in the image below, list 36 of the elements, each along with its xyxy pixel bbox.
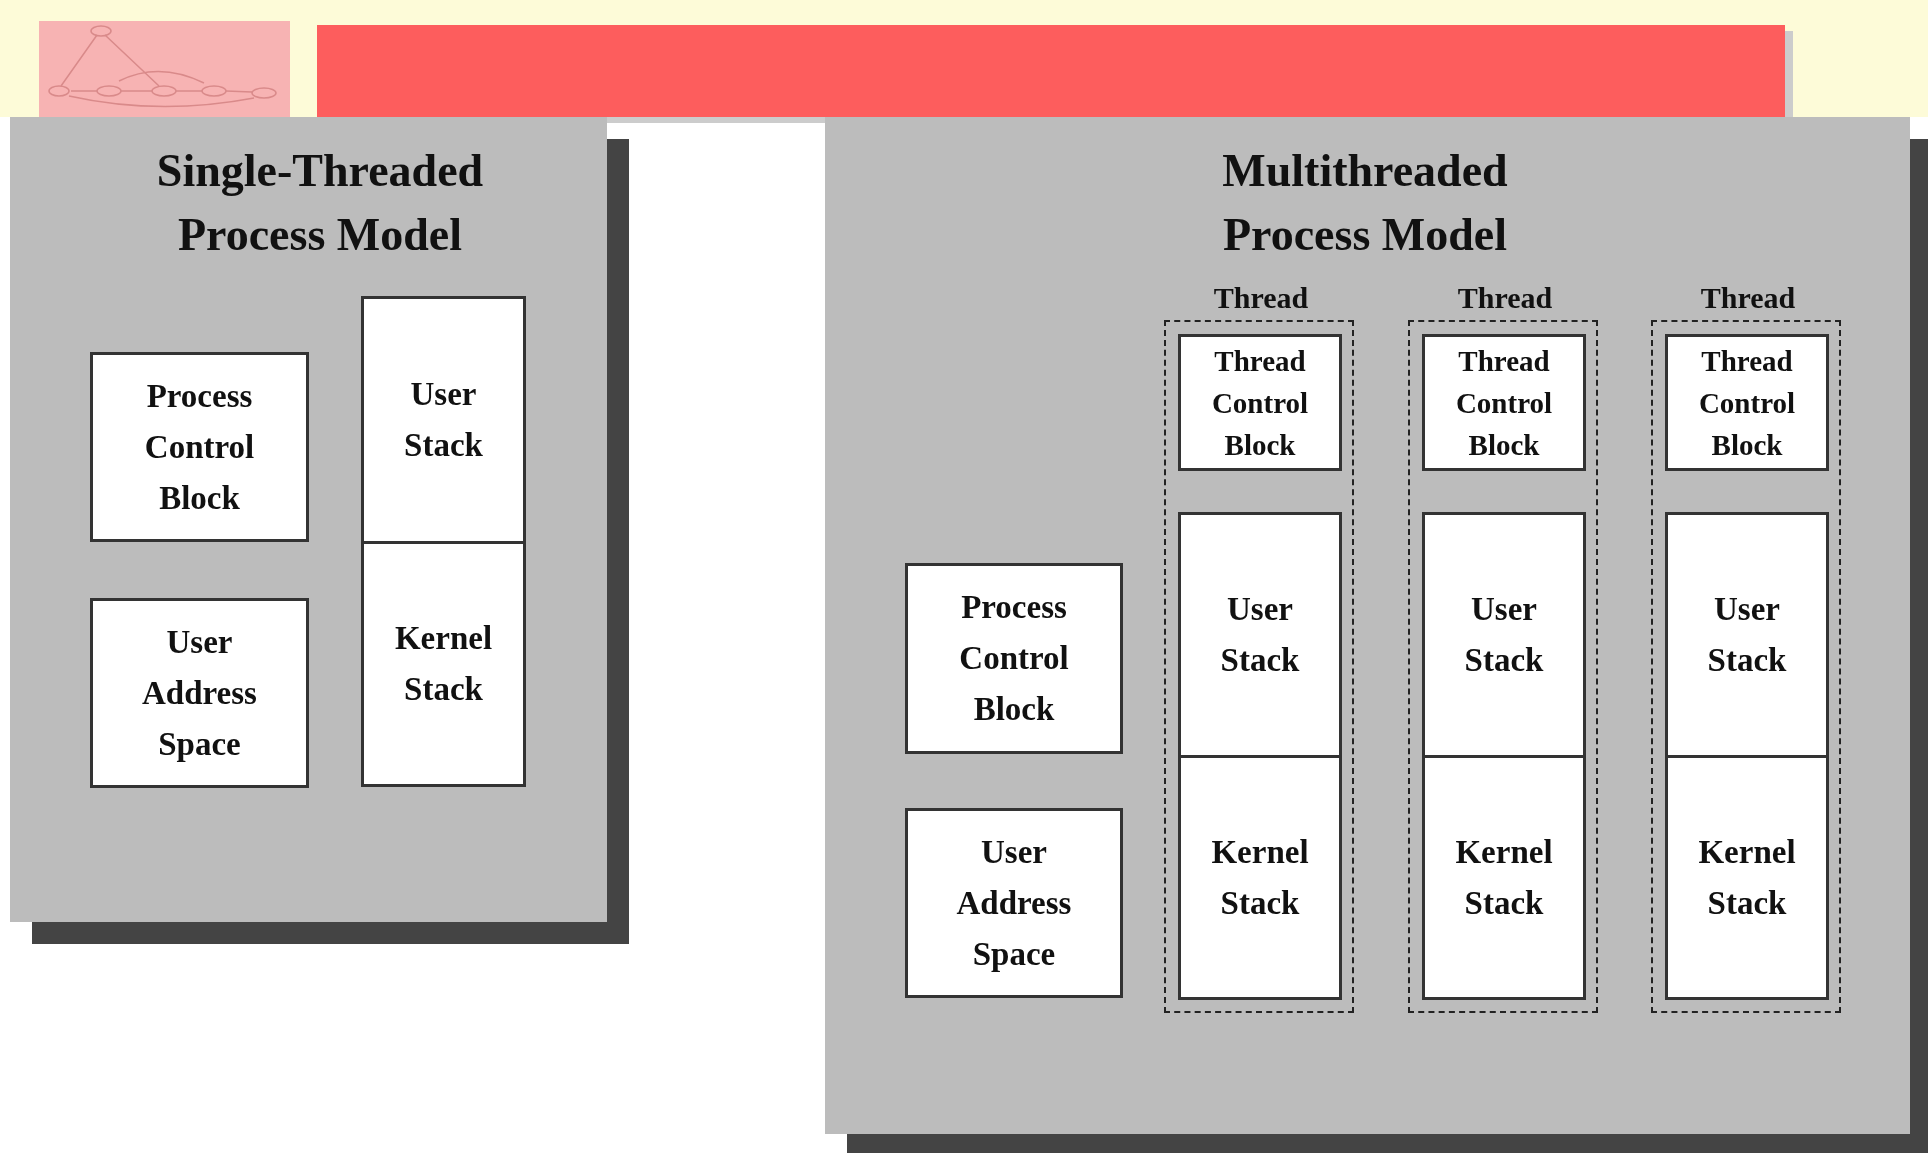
- memory-box: [1422, 334, 1586, 471]
- memory-box: [905, 808, 1123, 998]
- memory-box: [361, 296, 526, 544]
- memory-box: [1422, 512, 1586, 758]
- box-label: Kernel Stack: [1454, 832, 1554, 923]
- memory-box: [1178, 755, 1342, 1000]
- box-label: User Stack: [1706, 590, 1788, 680]
- thread-label: Thread: [1456, 280, 1554, 316]
- memory-box: [905, 563, 1123, 754]
- panel-title: Single-Threaded Process Model: [155, 144, 485, 262]
- thread-label: Thread: [1212, 280, 1310, 316]
- box-label: Thread Control Block: [1697, 343, 1797, 463]
- box-label: Kernel Stack: [1210, 832, 1310, 923]
- memory-box: [1665, 334, 1829, 471]
- thumbnail-picture: [39, 21, 290, 117]
- box-label: User Stack: [403, 375, 484, 465]
- memory-box: [1178, 334, 1342, 471]
- thread-label: Thread: [1699, 280, 1797, 316]
- box-label: Thread Control Block: [1454, 343, 1554, 463]
- memory-box: [90, 352, 309, 542]
- memory-box: [1665, 512, 1829, 758]
- memory-box: [90, 598, 309, 788]
- box-label: User Stack: [1219, 590, 1301, 680]
- box-label: User Stack: [1463, 590, 1545, 680]
- box-label: Kernel Stack: [393, 619, 494, 709]
- memory-box: [1178, 512, 1342, 758]
- memory-box: [1665, 755, 1829, 1000]
- box-label: User Address Space: [955, 832, 1073, 974]
- memory-box: [1422, 755, 1586, 1000]
- box-label: Process Control Block: [958, 588, 1070, 729]
- panel-title: Multithreaded Process Model: [1221, 144, 1509, 262]
- memory-box: [361, 541, 526, 787]
- box-label: Kernel Stack: [1697, 832, 1797, 923]
- box-label: User Address Space: [141, 622, 258, 764]
- box-label: Process Control Block: [143, 376, 256, 518]
- box-label: Thread Control Block: [1210, 343, 1310, 463]
